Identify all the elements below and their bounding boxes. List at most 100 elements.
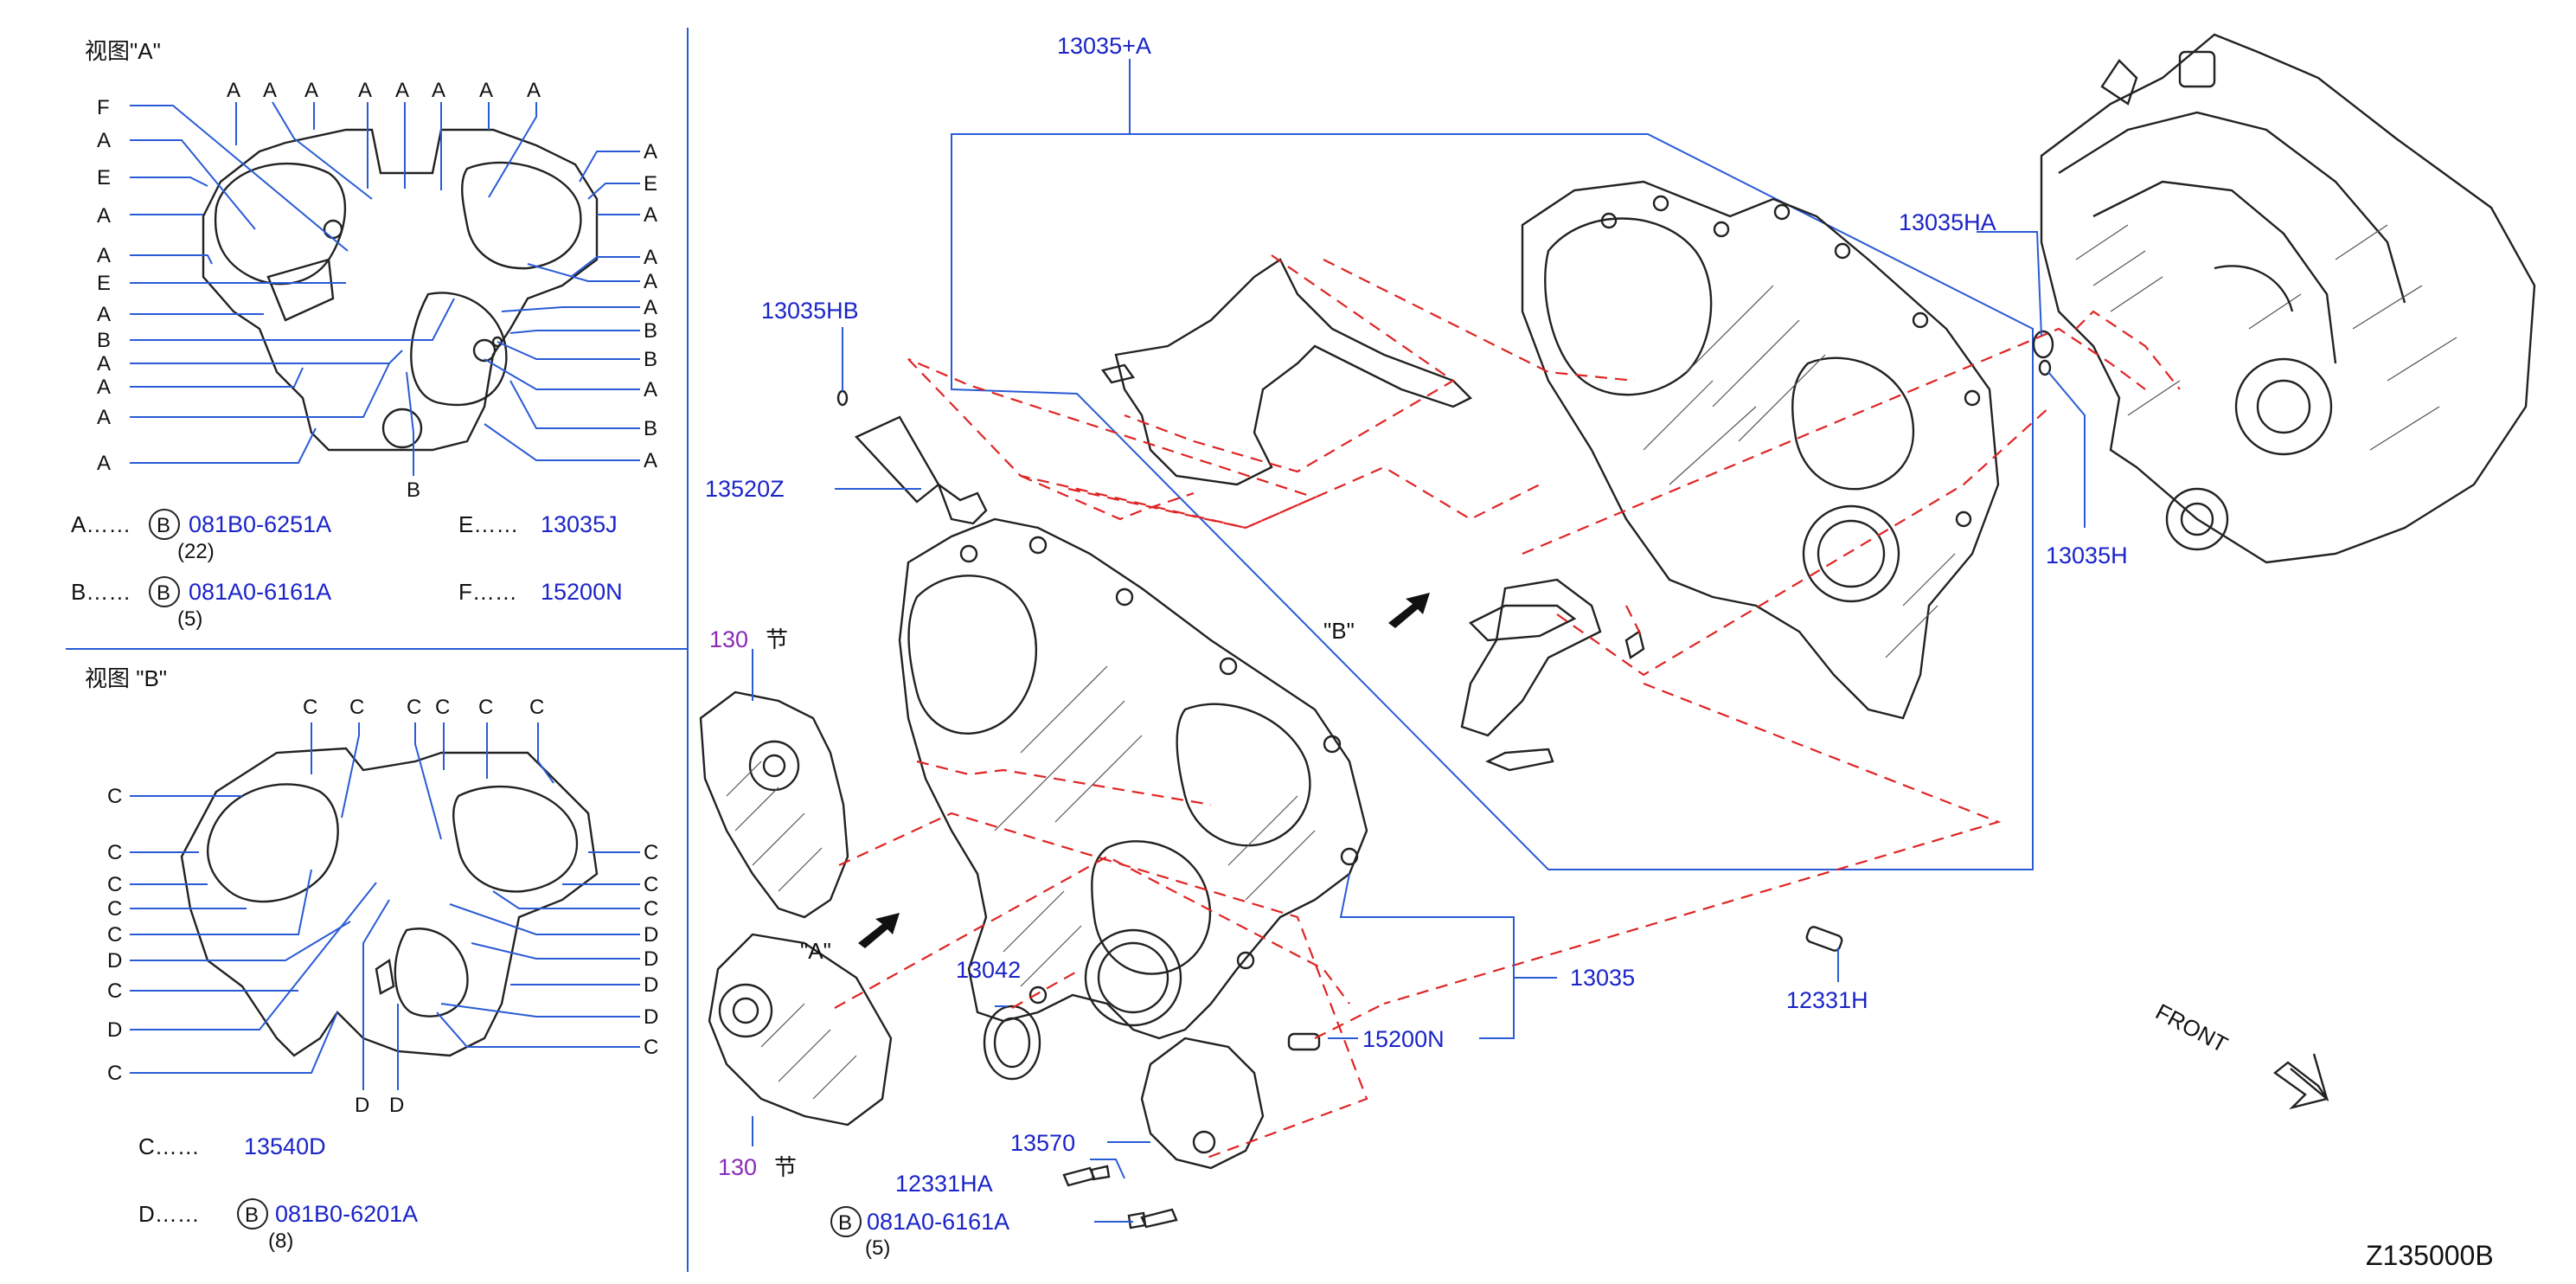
view-a-lower-bore	[381, 408, 423, 449]
view-b-marker: "B"	[1323, 618, 1355, 644]
view-a-left-letters: F A E A A E A B A A A A	[97, 96, 111, 475]
view-b-letter: D	[107, 949, 122, 973]
water-pump-lower	[708, 933, 893, 1127]
part-12331ha[interactable]: 12331HA	[895, 1171, 993, 1197]
front-timing-cover	[898, 517, 1368, 1040]
sealant-nozzle	[936, 481, 988, 525]
view-b-letter: C	[303, 696, 317, 719]
part-13570[interactable]: 13570	[1010, 1130, 1075, 1156]
part-13035ha[interactable]: 13035HA	[1899, 209, 1996, 235]
part-12331h[interactable]: 12331H	[1786, 987, 1868, 1013]
view-a-hole	[491, 336, 503, 348]
o-ring-13035hb	[836, 389, 849, 407]
view-a-letter: B	[644, 417, 657, 440]
view-a-hole	[323, 219, 343, 240]
part-qty: (5)	[865, 1236, 890, 1260]
view-a-letter: A	[358, 79, 372, 102]
leader-13035-a	[951, 59, 2034, 870]
view-a-letter: E	[644, 172, 657, 196]
view-a-letter: A	[644, 140, 657, 164]
view-a-top-letters: A A A A A A A A	[227, 79, 541, 102]
view-a-cover-outline	[202, 128, 599, 452]
view-b-letter: C	[107, 923, 122, 947]
legend-key: D……	[138, 1201, 200, 1227]
part-13035[interactable]: 13035	[1570, 965, 1635, 991]
legend-key: B……	[71, 579, 131, 605]
legend-key: E……	[458, 511, 518, 537]
legend-part-number[interactable]: 13540D	[244, 1133, 326, 1159]
dowel-15200n	[1287, 1032, 1321, 1051]
view-a-letter: A	[97, 376, 111, 399]
legend-part-number[interactable]: 081B0-6201A	[275, 1201, 418, 1227]
view-b-arrow-icon	[1388, 593, 1430, 628]
bolt-ref-letter: B	[838, 1211, 852, 1235]
part-15200n[interactable]: 15200N	[1362, 1026, 1445, 1052]
view-a-letter: A	[527, 79, 541, 102]
bolt-ref-letter: B	[157, 581, 170, 605]
view-b-letter: D	[644, 947, 658, 971]
view-b-letter: C	[107, 979, 122, 1003]
view-b-cover-outline	[180, 747, 599, 1057]
view-a-letter: A	[395, 79, 409, 102]
view-a-letter: A	[644, 246, 657, 269]
bolt-ref-circle	[149, 509, 180, 540]
view-b-letter: C	[529, 696, 544, 719]
view-b-letter: C	[107, 841, 122, 864]
view-b-letter: C	[349, 696, 364, 719]
view-b-letter: C	[478, 696, 493, 719]
bracket-hole	[1192, 1130, 1216, 1154]
view-b-letter: D	[644, 923, 658, 947]
legend-key: F……	[458, 579, 517, 605]
view-a-letter: E	[97, 166, 111, 189]
view-a-panel: 视图"A"	[71, 38, 657, 631]
legend-part-number[interactable]: 081B0-6251A	[189, 511, 331, 537]
view-b-leaders	[130, 722, 640, 1090]
view-b-pump-opening	[394, 928, 469, 1018]
part-13520z[interactable]: 13520Z	[705, 476, 785, 502]
part-13035-a[interactable]: 13035+A	[1057, 33, 1151, 59]
section-ref-130-upper[interactable]: 130	[709, 626, 748, 652]
part-13035h[interactable]: 13035H	[2046, 542, 2128, 568]
bolt-12331ha	[1062, 1165, 1111, 1187]
view-a-letter: A	[644, 378, 657, 401]
view-b-letter: C	[644, 873, 658, 896]
legend-key: C……	[138, 1133, 200, 1159]
legend-part-number[interactable]: 15200N	[541, 579, 623, 605]
part-13035hb[interactable]: 13035HB	[761, 298, 859, 324]
bolt-ref-circle	[149, 576, 180, 607]
view-b-letter: C	[644, 897, 658, 921]
view-b-right-opening	[452, 785, 578, 893]
view-a-letter: A	[227, 79, 240, 102]
view-a-letter: A	[97, 244, 111, 267]
legend-part-number[interactable]: 081A0-6161A	[189, 579, 331, 605]
view-b-letter: D	[389, 1094, 404, 1117]
view-a-hole	[472, 338, 497, 363]
upper-gasket	[1114, 258, 1473, 486]
part-081a0-6161a[interactable]: 081A0-6161A	[867, 1209, 1009, 1235]
exploded-view: 13035+A	[699, 33, 2536, 1271]
view-b-letter: C	[435, 696, 450, 719]
exploded-leaders	[752, 231, 2086, 1223]
diagram-id: Z135000B	[2366, 1240, 2494, 1271]
exploded-path-lines	[834, 254, 2181, 1161]
section-ref-130-lower[interactable]: 130	[718, 1154, 757, 1180]
view-a-legend: A…… B 081B0-6251A (22) B…… B 081A0-6161A…	[71, 509, 623, 631]
small-gasket-a	[1460, 578, 1602, 737]
oil-seal-inner	[993, 1017, 1031, 1069]
view-a-leaders	[130, 101, 640, 476]
view-a-marker: "A"	[800, 938, 831, 964]
bolt-ref-letter: B	[157, 514, 170, 537]
view-a-letter: A	[432, 79, 445, 102]
legend-part-number[interactable]: 13035J	[541, 511, 618, 537]
view-a-letter: A	[97, 204, 111, 228]
view-b-title: 视图 "B"	[85, 665, 167, 691]
section-char-upper: 节	[766, 626, 788, 652]
view-a-letter: F	[97, 96, 110, 119]
view-b-letter: C	[644, 841, 658, 864]
rear-timing-cover	[1521, 180, 2000, 720]
view-a-letter: B	[644, 319, 657, 343]
view-a-letter: A	[97, 303, 111, 326]
part-13042[interactable]: 13042	[956, 957, 1021, 983]
view-b-left-letters: C C C C C D C D C	[107, 785, 122, 1085]
